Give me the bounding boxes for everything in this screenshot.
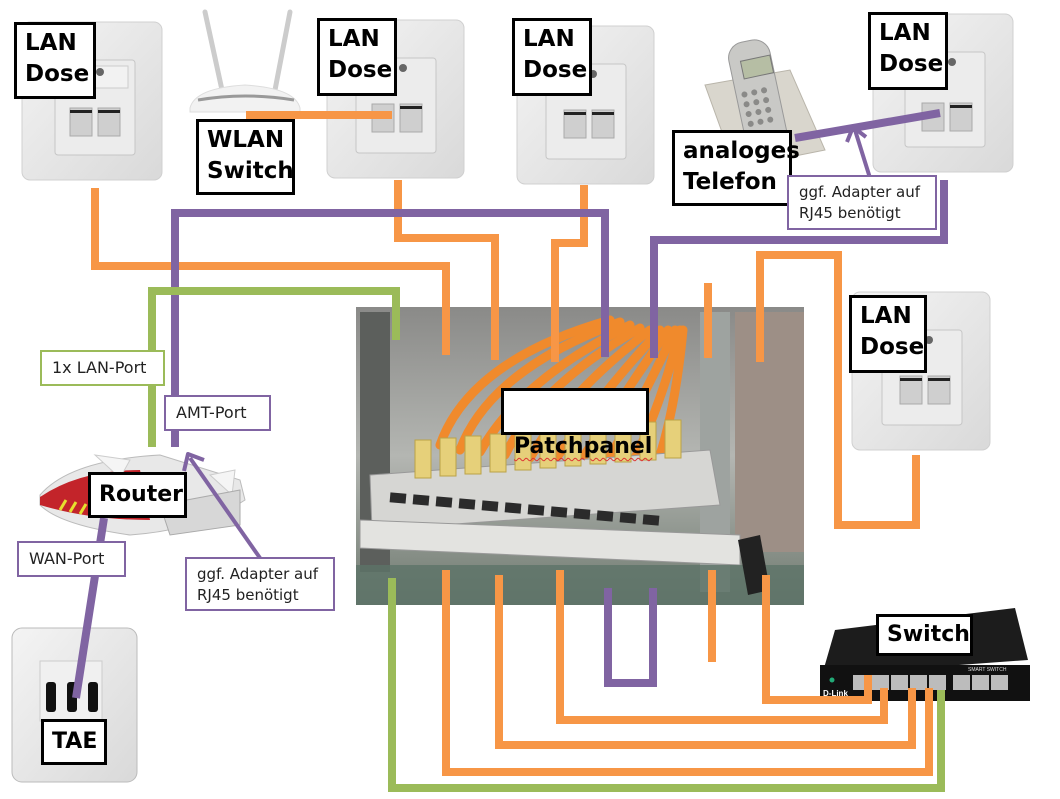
wlan-switch-image: [189, 9, 301, 113]
switch-brand-label: D-Link: [823, 689, 848, 698]
phone-cables: [72, 109, 948, 699]
adapter-arrows: [182, 125, 872, 560]
lan-dose-4-label: LAN Dose: [868, 12, 948, 90]
lan-dose-1-label: LAN Dose: [14, 22, 96, 99]
adapter-telefon-note: ggf. Adapter auf RJ45 benötigt: [787, 175, 937, 230]
switch-model-label: SMART SWITCH: [968, 667, 1007, 673]
cable-dose5-to-panel: [756, 251, 920, 529]
arrow-router-adapter: [188, 456, 262, 560]
telefon-label: analoges Telefon: [672, 130, 800, 206]
router-label: Router: [88, 472, 187, 518]
cable-panel-to-switch-2: [495, 575, 916, 749]
tae-label: TAE: [41, 719, 107, 765]
lan-port-note: 1x LAN-Port: [40, 350, 165, 386]
patchpanel-title: Patchpanel: [514, 434, 653, 459]
router-lan-cables: [148, 287, 945, 792]
arrow-head-telefon: [845, 125, 868, 143]
lan-dose-5-label: LAN Dose: [849, 295, 927, 373]
switch-label: Switch: [876, 614, 973, 656]
amt-port-note: AMT-Port: [164, 395, 271, 431]
cable-panel-to-switch-3: [556, 570, 888, 724]
lan-dose-3-label: LAN Dose: [512, 18, 592, 96]
cable-dose1-to-panel: [91, 188, 450, 355]
cable-panel-loop: [604, 588, 657, 687]
adapter-router-note: ggf. Adapter auf RJ45 benötigt: [185, 557, 335, 611]
cable-dose4-to-panel: [650, 180, 948, 358]
cable-panel-to-switch-1: [442, 570, 933, 776]
cable-panel-to-switch-4: [762, 575, 872, 704]
wlan-switch-label: WLAN Switch: [196, 119, 295, 195]
cable-telefon-to-dose4: [794, 109, 941, 142]
cable-panel-to-switch-green: [388, 578, 945, 792]
wan-port-note: WAN-Port: [17, 541, 126, 577]
arrow-telefon-adapter: [853, 129, 872, 179]
patchpanel-label: Patchpanel: [501, 388, 652, 459]
lan-cables: [91, 111, 933, 776]
arrow-head-router: [182, 452, 205, 472]
cable-amt-to-panel: [171, 209, 609, 447]
lan-dose-2-label: LAN Dose: [317, 18, 397, 96]
